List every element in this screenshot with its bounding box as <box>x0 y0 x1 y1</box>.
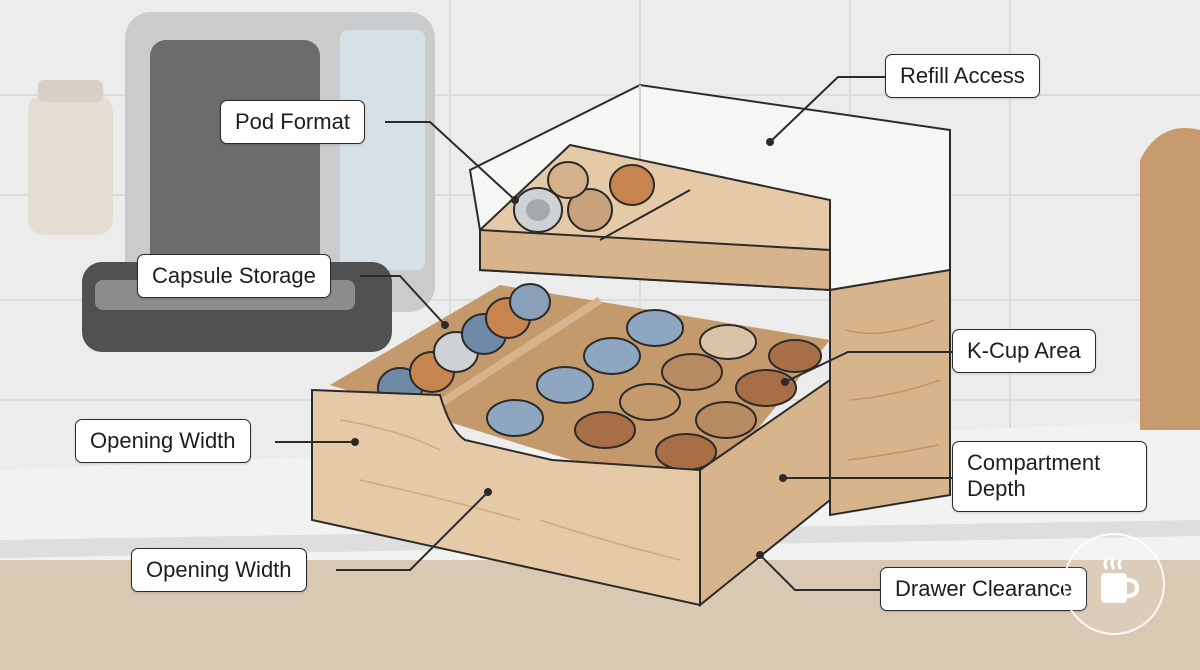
callout-opening-width-side: Opening Width <box>75 419 251 464</box>
cutting-board <box>1140 128 1200 430</box>
espresso-machine <box>82 12 435 352</box>
callout-pod-format: Pod Format <box>220 100 365 145</box>
callout-opening-width-front: Opening Width <box>131 548 307 593</box>
capsule-row <box>377 283 551 409</box>
background-jar <box>28 80 113 235</box>
callout-capsule-storage: Capsule Storage <box>137 254 331 299</box>
kcup-grid <box>486 309 822 471</box>
callout-leader-lines <box>275 76 952 591</box>
callout-refill-access: Refill Access <box>885 54 1040 99</box>
callout-kcup-area: K-Cup Area <box>952 329 1096 374</box>
callout-drawer-clearance: Drawer Clearance <box>880 567 1088 612</box>
callout-compartment-depth: Compartment Depth <box>952 441 1147 512</box>
coffee-cup-watermark-icon <box>1063 533 1165 635</box>
pod-capsules <box>513 161 655 233</box>
organizer-cabinet <box>311 83 951 608</box>
